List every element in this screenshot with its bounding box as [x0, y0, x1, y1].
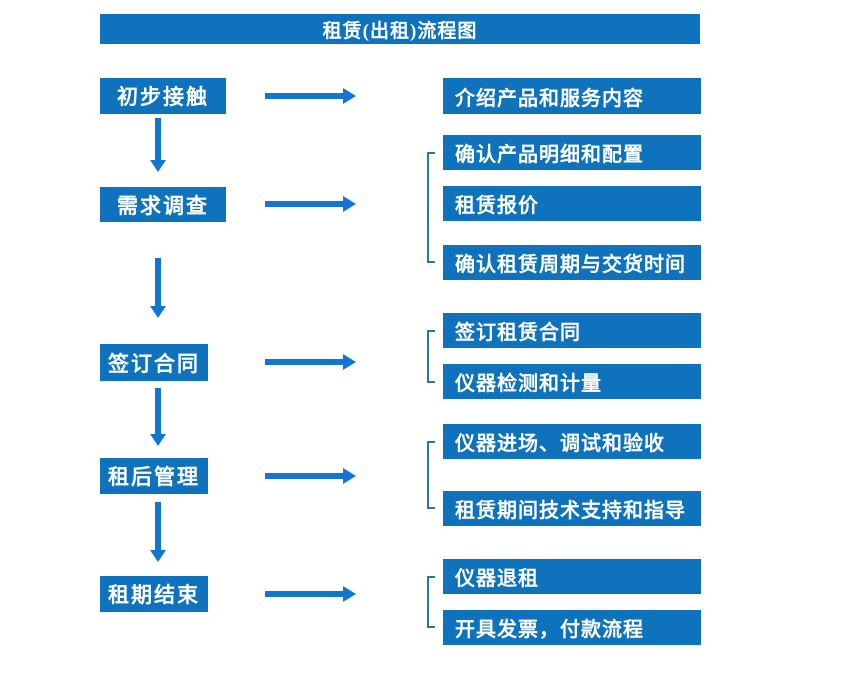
down-arrow-3-head: [150, 434, 166, 446]
down-arrow-1-head: [150, 160, 166, 172]
flowchart-title: 租赁(出租)流程图: [100, 14, 700, 44]
down-arrow-3: [150, 388, 166, 446]
right-arrow-4-head: [343, 468, 356, 484]
step-box-post-rental-management: 租后管理: [100, 458, 208, 494]
right-arrow-2: [265, 196, 356, 212]
detail-box-2-2: 租赁报价: [443, 186, 701, 221]
right-arrow-3: [265, 354, 356, 370]
right-arrow-3-shaft: [265, 359, 343, 365]
step-box-sign-contract: 签订合同: [100, 344, 208, 381]
group-bracket-2: [427, 152, 435, 263]
down-arrow-4-shaft: [155, 502, 161, 552]
detail-box-1-1: 介绍产品和服务内容: [443, 78, 701, 114]
detail-box-4-1: 仪器进场、调试和验收: [443, 424, 701, 459]
detail-box-3-1: 签订租赁合同: [443, 313, 701, 348]
down-arrow-4: [150, 502, 166, 562]
detail-box-4-2: 租赁期间技术支持和指导: [443, 491, 701, 526]
group-bracket-3: [427, 330, 435, 383]
right-arrow-5-head: [343, 586, 356, 602]
right-arrow-1-shaft: [265, 93, 343, 99]
down-arrow-2: [150, 258, 166, 318]
detail-box-3-2: 仪器检测和计量: [443, 364, 701, 399]
right-arrow-4-shaft: [265, 473, 343, 479]
down-arrow-1: [150, 118, 166, 172]
right-arrow-1: [265, 88, 356, 104]
down-arrow-4-head: [150, 550, 166, 562]
detail-box-5-1: 仪器退租: [443, 559, 701, 594]
right-arrow-5: [265, 586, 356, 602]
detail-box-2-3: 确认租赁周期与交货时间: [443, 245, 701, 280]
down-arrow-3-shaft: [155, 388, 161, 436]
right-arrow-4: [265, 468, 356, 484]
group-bracket-5: [427, 576, 435, 628]
detail-box-5-2: 开具发票，付款流程: [443, 610, 701, 645]
step-box-rental-end: 租期结束: [100, 576, 208, 612]
down-arrow-1-shaft: [155, 118, 161, 162]
right-arrow-3-head: [343, 354, 356, 370]
down-arrow-2-shaft: [155, 258, 161, 308]
right-arrow-1-head: [343, 88, 356, 104]
right-arrow-2-shaft: [265, 201, 343, 207]
step-box-initial-contact: 初步接触: [100, 78, 226, 114]
step-box-demand-survey: 需求调查: [100, 187, 226, 222]
right-arrow-5-shaft: [265, 591, 343, 597]
detail-box-2-1: 确认产品明细和配置: [443, 135, 701, 170]
down-arrow-2-head: [150, 306, 166, 318]
group-bracket-4: [427, 441, 435, 509]
right-arrow-2-head: [343, 196, 356, 212]
